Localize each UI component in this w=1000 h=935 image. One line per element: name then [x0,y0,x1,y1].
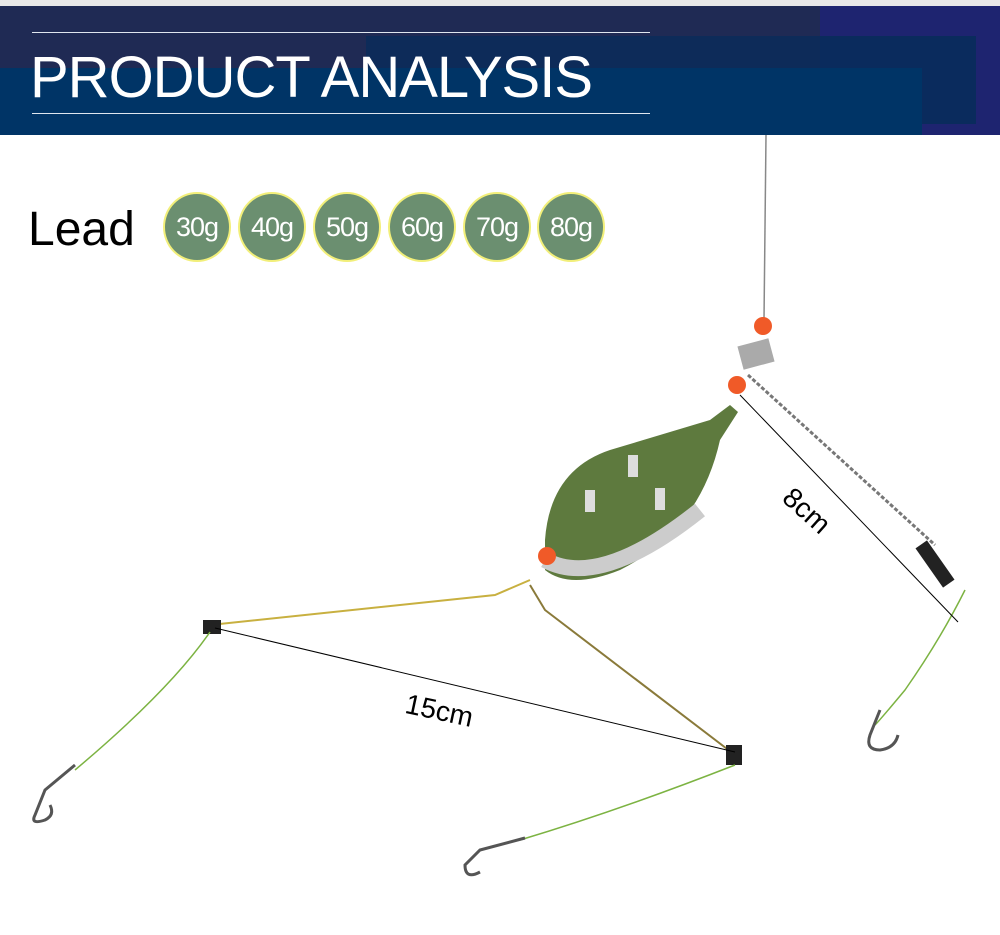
page-title: PRODUCT ANALYSIS [30,45,593,110]
knot-icon [726,745,742,765]
hook-line [874,589,966,726]
weight-option-60g: 60g [388,192,456,262]
weight-option-80g: 80g [537,192,605,262]
weight-label: Lead [28,203,135,256]
feeder-icon [541,405,738,580]
hook-icon [463,836,526,877]
banner-block [0,68,922,135]
dimension-line-8cm [739,394,959,623]
weight-option-70g: 70g [463,192,531,262]
spring-icon [737,338,775,370]
main-line [763,134,767,321]
bead-icon [728,376,746,394]
title-rule-bottom [32,113,650,114]
hook-icon [867,709,900,752]
weight-option-50g: 50g [313,192,381,262]
dimension-line-15cm [214,627,736,753]
twisted-line [746,373,937,547]
bead-icon [538,547,556,565]
hook-icon [32,763,76,824]
weight-option-40g: 40g [238,192,306,262]
top-strip [0,0,1000,6]
hook-link-left [209,579,531,626]
bead-icon [754,317,772,335]
hook-line [519,764,736,841]
weight-option-30g: 30g [163,192,231,262]
sleeve-icon [915,540,955,588]
hook-line [74,631,211,771]
title-rule-top [32,32,650,33]
hook-link-right [529,584,736,756]
knot-icon [203,620,221,634]
